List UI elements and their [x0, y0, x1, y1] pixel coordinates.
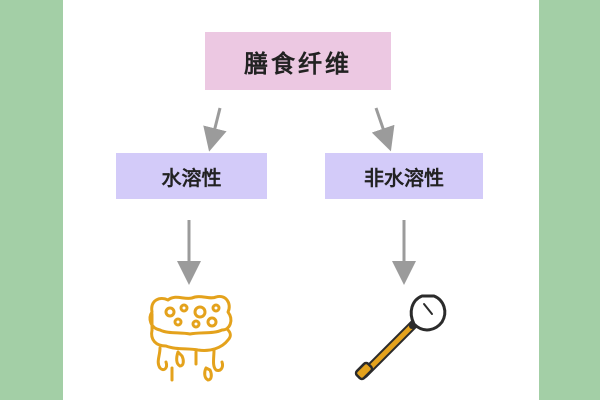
insoluble-node-label: 非水溶性	[364, 165, 444, 190]
arrow-root-to-soluble	[203, 107, 227, 152]
arrow-root-to-insoluble	[371, 107, 395, 152]
soluble-node-label: 水溶性	[161, 165, 222, 190]
root-node: 膳食纤维	[205, 32, 391, 90]
insoluble-node: 非水溶性	[325, 153, 483, 199]
sponge-icon	[148, 294, 233, 382]
root-node-label: 膳食纤维	[244, 49, 352, 78]
shovel-icon	[354, 294, 447, 381]
soluble-node: 水溶性	[116, 153, 267, 199]
